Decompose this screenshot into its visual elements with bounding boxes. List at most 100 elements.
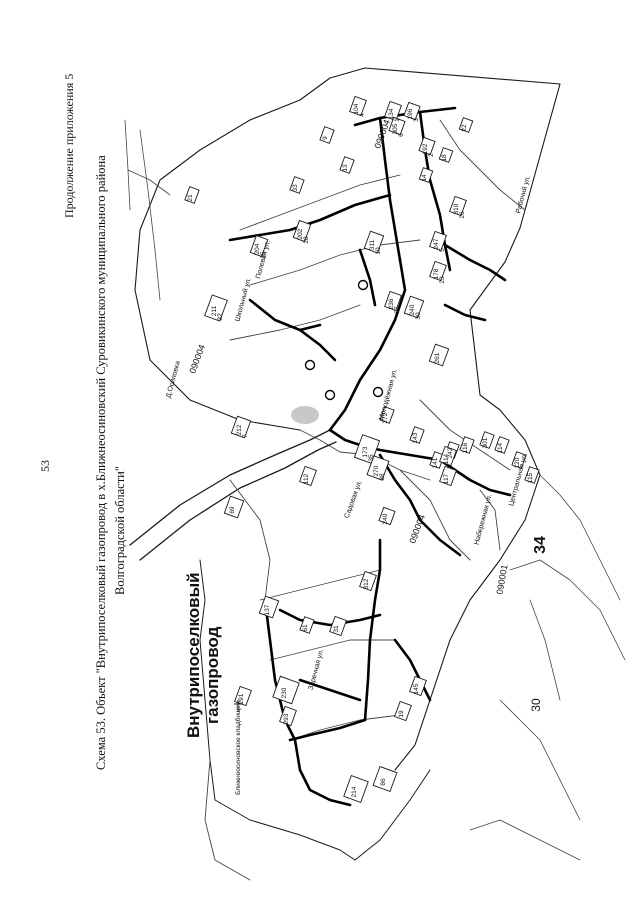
plot-number: 212 — [236, 424, 243, 435]
plot-outline — [372, 765, 398, 793]
plot-outline — [379, 406, 395, 424]
street-name: Набережная ул. — [472, 493, 493, 545]
plot-outline — [363, 230, 385, 254]
gas-pipe-7 — [438, 458, 512, 497]
plot-number: 173 — [362, 446, 369, 457]
street-10 — [479, 489, 501, 551]
legend-title-line-1: Внутрипоселковый — [184, 572, 203, 738]
street-name: Д.Осиповка — [165, 360, 182, 399]
plot-number: 26 — [459, 211, 466, 219]
road-edge-2 — [509, 559, 626, 661]
plot-number: 143 — [412, 432, 419, 443]
gas-pipe-15 — [288, 718, 367, 742]
gas-pipe-8 — [443, 243, 507, 282]
road-edge-5 — [529, 599, 561, 701]
plot-outline — [292, 219, 312, 243]
plot-number: 30 — [415, 312, 422, 320]
plot-number: 236 — [388, 298, 395, 309]
plot-number: 69 — [229, 506, 236, 514]
cadastral-number: 090004 — [372, 118, 392, 150]
boundary-south-east — [354, 769, 431, 861]
plot-outline — [524, 466, 540, 484]
plot-outline — [223, 495, 245, 519]
plot-number: 3 — [413, 118, 420, 122]
plot-number: 134 — [388, 108, 395, 119]
boundary-south-2 — [204, 759, 251, 881]
plot-number: 117 — [443, 473, 450, 484]
plot-outline — [204, 294, 228, 322]
boundary-east — [329, 67, 561, 771]
gas-pipe-19 — [298, 678, 362, 702]
cadastral-number: 090004 — [407, 513, 427, 545]
gas-pipe-11 — [378, 453, 422, 522]
plot-number: 13 — [342, 164, 349, 172]
legend-title: Внутрипоселковый газопровод — [184, 572, 222, 738]
plot-outline — [319, 126, 335, 144]
plot-number: 18 — [441, 154, 448, 162]
plot-number: 301 — [482, 437, 489, 448]
plot-number: 1 — [394, 118, 401, 122]
ext-road-1 — [124, 119, 131, 211]
plot-outline — [230, 415, 252, 439]
plot-number: 202 — [297, 228, 304, 239]
main-road-b — [139, 441, 337, 561]
plot-number: 272 — [382, 412, 389, 423]
plot-outline — [388, 116, 406, 136]
plot-number: 86 — [380, 778, 387, 786]
main-road-a — [129, 429, 331, 546]
plot-number: 242 — [447, 447, 454, 458]
plot-number: 211 — [211, 305, 218, 316]
gas-pipe-14 — [278, 608, 382, 627]
plot-outline — [409, 675, 427, 697]
plot-number: 311 — [369, 239, 376, 250]
plot-outline — [184, 186, 200, 204]
plot-number: 114 — [497, 442, 504, 453]
plot-outline — [299, 465, 317, 487]
street-1 — [239, 174, 401, 231]
plot-number: 310 — [453, 203, 460, 214]
plot-outline — [378, 506, 396, 526]
plot-number: 19 — [398, 710, 405, 718]
plot-outline — [439, 445, 457, 467]
street-6 — [269, 639, 396, 661]
plot-outline — [272, 675, 300, 705]
gas-pipe-18 — [393, 638, 432, 702]
street-11 — [439, 119, 526, 211]
plot-number: 61 — [302, 624, 309, 632]
gas-pipe-6 — [328, 428, 442, 462]
gas-station-icon — [372, 386, 384, 398]
plot-outline — [343, 775, 369, 803]
ext-road-3 — [127, 169, 171, 196]
plot-outline — [429, 230, 447, 252]
plot-number: 141 — [432, 457, 439, 468]
plot-outline — [289, 176, 305, 194]
gas-pipe-3 — [378, 116, 402, 262]
plot-number: 6 — [398, 133, 405, 137]
gas-pipe-17 — [298, 768, 352, 807]
plot-outline — [339, 156, 355, 174]
plot-outline — [449, 195, 467, 217]
plot-number: 120 — [514, 457, 521, 468]
plot-outline — [494, 436, 510, 454]
street-name: Садовая ул. — [344, 480, 364, 520]
street-8 — [229, 479, 271, 601]
plot-outline — [459, 436, 475, 454]
plot-number: 291 — [238, 693, 245, 704]
plot-outline — [384, 100, 402, 122]
plot-number: 31 — [333, 625, 340, 633]
plot-outline — [384, 290, 402, 312]
cadastral-number: 090004 — [187, 343, 207, 375]
plot-number: 112 — [303, 473, 310, 484]
plot-outline — [418, 167, 434, 183]
cemetery-cross-icon — [234, 700, 242, 712]
road-edge-1 — [539, 474, 621, 601]
plot-number: 14 — [421, 174, 428, 182]
plot-number: 114 — [443, 453, 450, 464]
plot-outline — [359, 570, 377, 592]
plot-outline — [394, 700, 412, 722]
plot-outline — [279, 705, 297, 727]
plot-outline — [511, 451, 527, 469]
plot-outline — [418, 136, 436, 156]
map-linework — [124, 67, 626, 881]
plot-outline — [329, 615, 347, 637]
